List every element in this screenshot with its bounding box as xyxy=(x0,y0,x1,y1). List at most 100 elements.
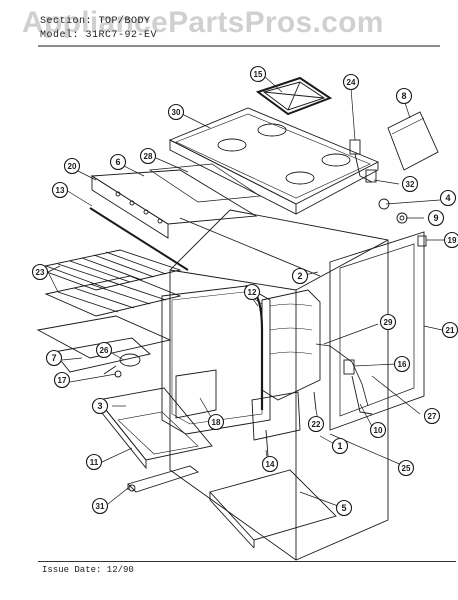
callout-number: 14 xyxy=(266,460,275,469)
callout-number: 24 xyxy=(347,78,356,87)
callout-number: 16 xyxy=(398,360,407,369)
callout-20: 20 xyxy=(63,157,81,175)
callout-14: 14 xyxy=(261,455,279,473)
callout-19: 19 xyxy=(443,231,458,249)
burner-grate xyxy=(255,76,333,116)
callout-circle xyxy=(335,499,353,517)
callout-number: 3 xyxy=(97,401,102,411)
callout-number: 27 xyxy=(428,412,437,421)
section-value: TOP/BODY xyxy=(98,16,151,27)
callout-circle xyxy=(307,415,325,433)
callout-circle xyxy=(427,209,445,227)
section-label: Section: xyxy=(40,16,93,27)
callout-1: 1 xyxy=(331,437,349,455)
callout-number: 13 xyxy=(56,186,65,195)
callout-number: 5 xyxy=(341,503,346,513)
callout-22: 22 xyxy=(307,415,325,433)
callout-number: 20 xyxy=(68,162,77,171)
callout-number: 9 xyxy=(433,213,438,223)
callout-26: 26 xyxy=(95,341,113,359)
callout-number: 26 xyxy=(100,346,109,355)
callout-circle xyxy=(379,313,397,331)
callout-4: 4 xyxy=(439,189,457,207)
callout-number: 22 xyxy=(312,420,321,429)
callout-7: 7 xyxy=(45,349,63,367)
callout-number: 2 xyxy=(297,271,302,281)
callout-circle xyxy=(291,267,309,285)
wiring-harness xyxy=(315,343,373,415)
callout-8: 8 xyxy=(395,87,413,105)
callout-11: 11 xyxy=(85,453,103,471)
cooktop-main-top xyxy=(168,107,380,215)
side-panel-frame xyxy=(329,231,427,431)
callout-30: 30 xyxy=(167,103,185,121)
callout-number: 17 xyxy=(58,376,67,385)
callout-number: 30 xyxy=(172,108,181,117)
callout-16: 16 xyxy=(393,355,411,373)
watermark: AppliancePartsPros.com xyxy=(22,6,384,39)
callout-number: 7 xyxy=(51,353,56,363)
control-panel-assembly xyxy=(89,163,321,277)
side-trim-panel xyxy=(387,111,439,171)
callout-17: 17 xyxy=(53,371,71,389)
issue-date: Issue Date: 12/90 xyxy=(42,565,134,575)
callout-number: 19 xyxy=(448,236,457,245)
callout-24: 24 xyxy=(342,73,360,91)
callout-number: 31 xyxy=(96,502,105,511)
range-body-cabinet xyxy=(169,209,389,561)
model-value: 31RC7-92-EV xyxy=(85,30,158,41)
lower-brackets xyxy=(251,391,317,457)
callout-circle xyxy=(342,73,360,91)
callout-9: 9 xyxy=(427,209,445,227)
callout-number: 4 xyxy=(445,193,450,203)
callout-10: 10 xyxy=(369,421,387,439)
callout-circle xyxy=(261,455,279,473)
section-line: Section: TOP/BODY xyxy=(40,16,151,27)
callout-13: 13 xyxy=(51,181,69,199)
callout-number: 32 xyxy=(406,180,415,189)
callout-circle xyxy=(207,413,225,431)
callout-bubbles: 1524830286201332491922312292172616172731… xyxy=(31,65,458,517)
callout-2: 2 xyxy=(291,267,309,285)
callout-number: 21 xyxy=(446,326,455,335)
callout-31: 31 xyxy=(91,497,109,515)
callout-circle xyxy=(439,189,457,207)
callout-number: 28 xyxy=(144,152,153,161)
callout-circle xyxy=(91,497,109,515)
callout-29: 29 xyxy=(379,313,397,331)
callout-number: 8 xyxy=(401,91,406,101)
callout-circle xyxy=(109,153,127,171)
drawer-glide-rail xyxy=(127,465,199,493)
callout-28: 28 xyxy=(139,147,157,165)
callout-circle xyxy=(95,341,113,359)
callout-leader-lines xyxy=(47,75,446,507)
footer-rule xyxy=(38,561,456,562)
callout-circle xyxy=(45,349,63,367)
callout-number: 10 xyxy=(374,426,383,435)
callout-circle xyxy=(167,103,185,121)
callout-number: 11 xyxy=(90,458,99,467)
callout-circle xyxy=(243,283,261,301)
callout-circle xyxy=(397,459,415,477)
callout-circle xyxy=(395,87,413,105)
callout-3: 3 xyxy=(91,397,109,415)
callout-23: 23 xyxy=(31,263,49,281)
callout-circle xyxy=(249,65,267,83)
callout-27: 27 xyxy=(423,407,441,425)
callout-number: 23 xyxy=(36,268,45,277)
callout-number: 1 xyxy=(337,441,342,451)
callout-25: 25 xyxy=(397,459,415,477)
oven-liner xyxy=(261,289,321,401)
oven-door xyxy=(161,284,271,435)
callout-circle xyxy=(85,453,103,471)
callout-circle xyxy=(31,263,49,281)
callout-number: 18 xyxy=(212,418,221,427)
callout-circle xyxy=(423,407,441,425)
callout-circle xyxy=(63,157,81,175)
callout-15: 15 xyxy=(249,65,267,83)
callout-circle xyxy=(139,147,157,165)
callout-number: 15 xyxy=(254,70,263,79)
oven-racks xyxy=(34,249,182,317)
